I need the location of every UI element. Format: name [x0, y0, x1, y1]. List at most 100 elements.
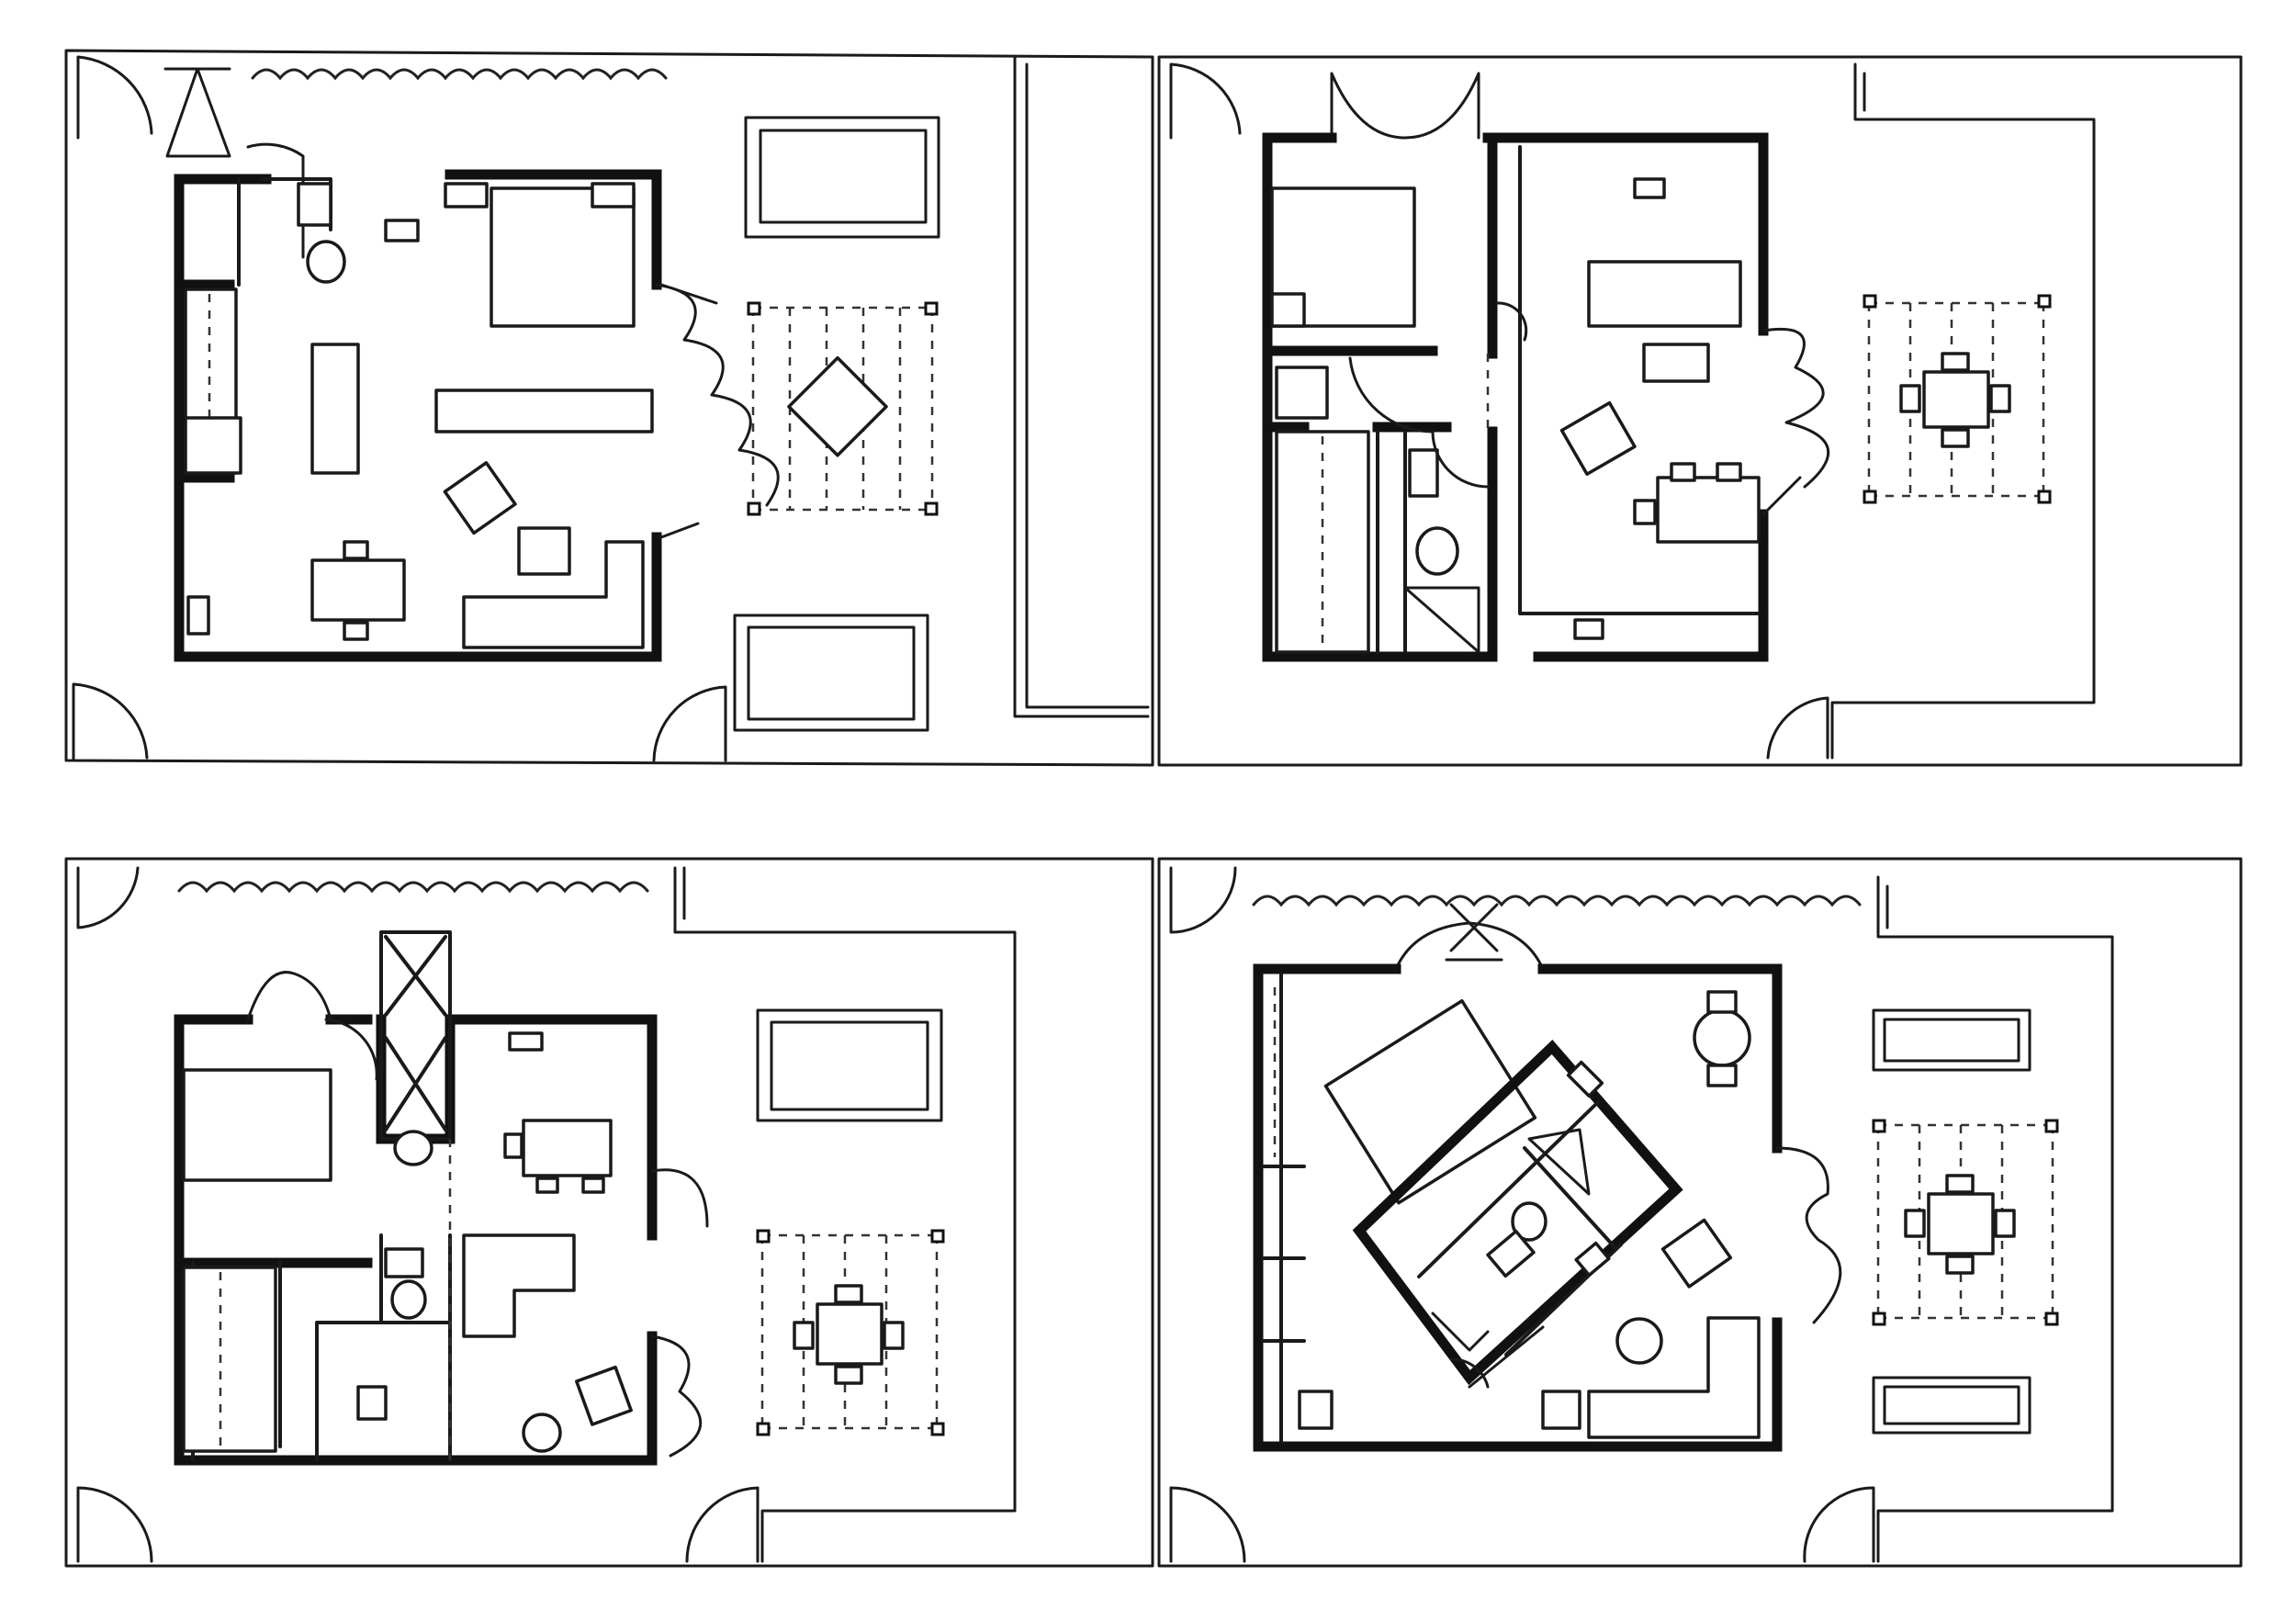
- chair: [1941, 428, 1970, 448]
- nightstand: [508, 1031, 544, 1052]
- elevator-shaft: [379, 930, 452, 1141]
- chair: [1945, 1255, 1975, 1275]
- cabinet: [186, 595, 210, 636]
- hedge: [1252, 895, 1862, 907]
- chair: [1994, 1209, 2016, 1238]
- patio-table: [816, 1302, 884, 1366]
- patio-table: [1922, 370, 1990, 429]
- site-door: [76, 55, 153, 140]
- planter-inner: [759, 129, 928, 224]
- kitchen-island: [434, 388, 654, 433]
- ottoman: [1541, 1390, 1581, 1430]
- rug-post: [1872, 1119, 1886, 1133]
- toilet: [390, 1279, 427, 1320]
- counter: [310, 343, 360, 475]
- chair: [581, 1177, 605, 1194]
- site-door: [1169, 866, 1237, 934]
- hedge: [177, 881, 649, 894]
- site-door: [1766, 696, 1829, 760]
- rug-post: [924, 301, 939, 316]
- rug-post: [2037, 490, 2052, 504]
- chair: [1706, 1064, 1738, 1087]
- cabinet: [356, 1385, 388, 1421]
- site-boundary: [1157, 857, 2243, 1568]
- sectional-sofa: [1587, 1316, 1761, 1439]
- lounge-chair: [575, 1365, 633, 1426]
- bath-door: [1348, 356, 1435, 433]
- rug-post: [930, 1229, 945, 1244]
- planter-inner: [1883, 1385, 2020, 1425]
- chair: [883, 1321, 905, 1350]
- rug-post: [2037, 294, 2052, 309]
- ottoman: [517, 526, 571, 576]
- rug-post: [756, 1229, 771, 1244]
- toilet: [384, 1247, 424, 1278]
- desk: [522, 1119, 613, 1177]
- pillow: [591, 182, 636, 208]
- chair: [1945, 1174, 1975, 1194]
- planter-inner: [770, 1020, 929, 1111]
- chair: [1716, 462, 1742, 482]
- pillow: [444, 182, 489, 208]
- site-door: [652, 685, 727, 762]
- hedge: [251, 68, 668, 81]
- toilet: [1415, 526, 1459, 576]
- entry-door: [246, 142, 305, 259]
- building-walls: [1262, 132, 1769, 662]
- chair: [1904, 1209, 1926, 1238]
- rug-post: [924, 501, 939, 516]
- rug-post: [747, 301, 761, 316]
- courtyard-strip: [673, 866, 1017, 1563]
- courtyard-strip: [1830, 62, 2096, 760]
- folding-doors: [1761, 327, 1830, 516]
- toilet: [1408, 448, 1439, 498]
- chair: [503, 1132, 523, 1159]
- lounge-chair: [443, 461, 517, 535]
- planter: [756, 1008, 943, 1122]
- chair: [1899, 384, 1921, 413]
- site-boundary: [64, 857, 1154, 1568]
- site-boundary: [1157, 55, 2243, 767]
- shower: [1527, 1128, 1591, 1196]
- rug-post: [930, 1422, 945, 1436]
- site-door: [76, 1486, 153, 1563]
- cabinet: [1573, 618, 1604, 640]
- building-walls: [1253, 963, 1783, 1452]
- site-door: [72, 682, 149, 762]
- chair: [535, 1177, 559, 1194]
- planter-inner: [747, 625, 916, 721]
- toilet: [306, 240, 346, 284]
- chair: [343, 621, 369, 641]
- side-table: [522, 1413, 562, 1453]
- chair: [1670, 462, 1696, 482]
- cabinet: [1566, 1060, 1604, 1098]
- sectional-sofa: [462, 540, 645, 649]
- toilet: [297, 182, 332, 227]
- chair: [834, 1365, 863, 1385]
- planter: [744, 116, 940, 239]
- entry-doors: [246, 971, 332, 1021]
- rotated-core: [1352, 1040, 1683, 1386]
- outdoor-rug: [760, 1233, 939, 1430]
- rug-post: [756, 1422, 771, 1436]
- rug-post: [1863, 294, 1877, 309]
- rug-post: [2044, 1312, 2059, 1326]
- bed: [1270, 186, 1416, 328]
- clothes-rail: [1468, 1325, 1545, 1389]
- lounge-chair: [1660, 1218, 1733, 1289]
- planter: [733, 614, 929, 732]
- cabinet: [1298, 1390, 1334, 1430]
- light-fixture: [1445, 903, 1503, 962]
- patio-table: [1927, 1192, 1995, 1255]
- folding-doors: [650, 1168, 709, 1458]
- rug-post: [1863, 490, 1877, 504]
- shower: [1403, 586, 1480, 654]
- chair: [1706, 990, 1738, 1014]
- closet-wall: [1261, 972, 1306, 1444]
- bed: [182, 1068, 332, 1182]
- cabinet: [1574, 1241, 1611, 1278]
- building-walls: [174, 169, 662, 662]
- core-door: [1431, 1312, 1490, 1389]
- planter: [1872, 1008, 2032, 1072]
